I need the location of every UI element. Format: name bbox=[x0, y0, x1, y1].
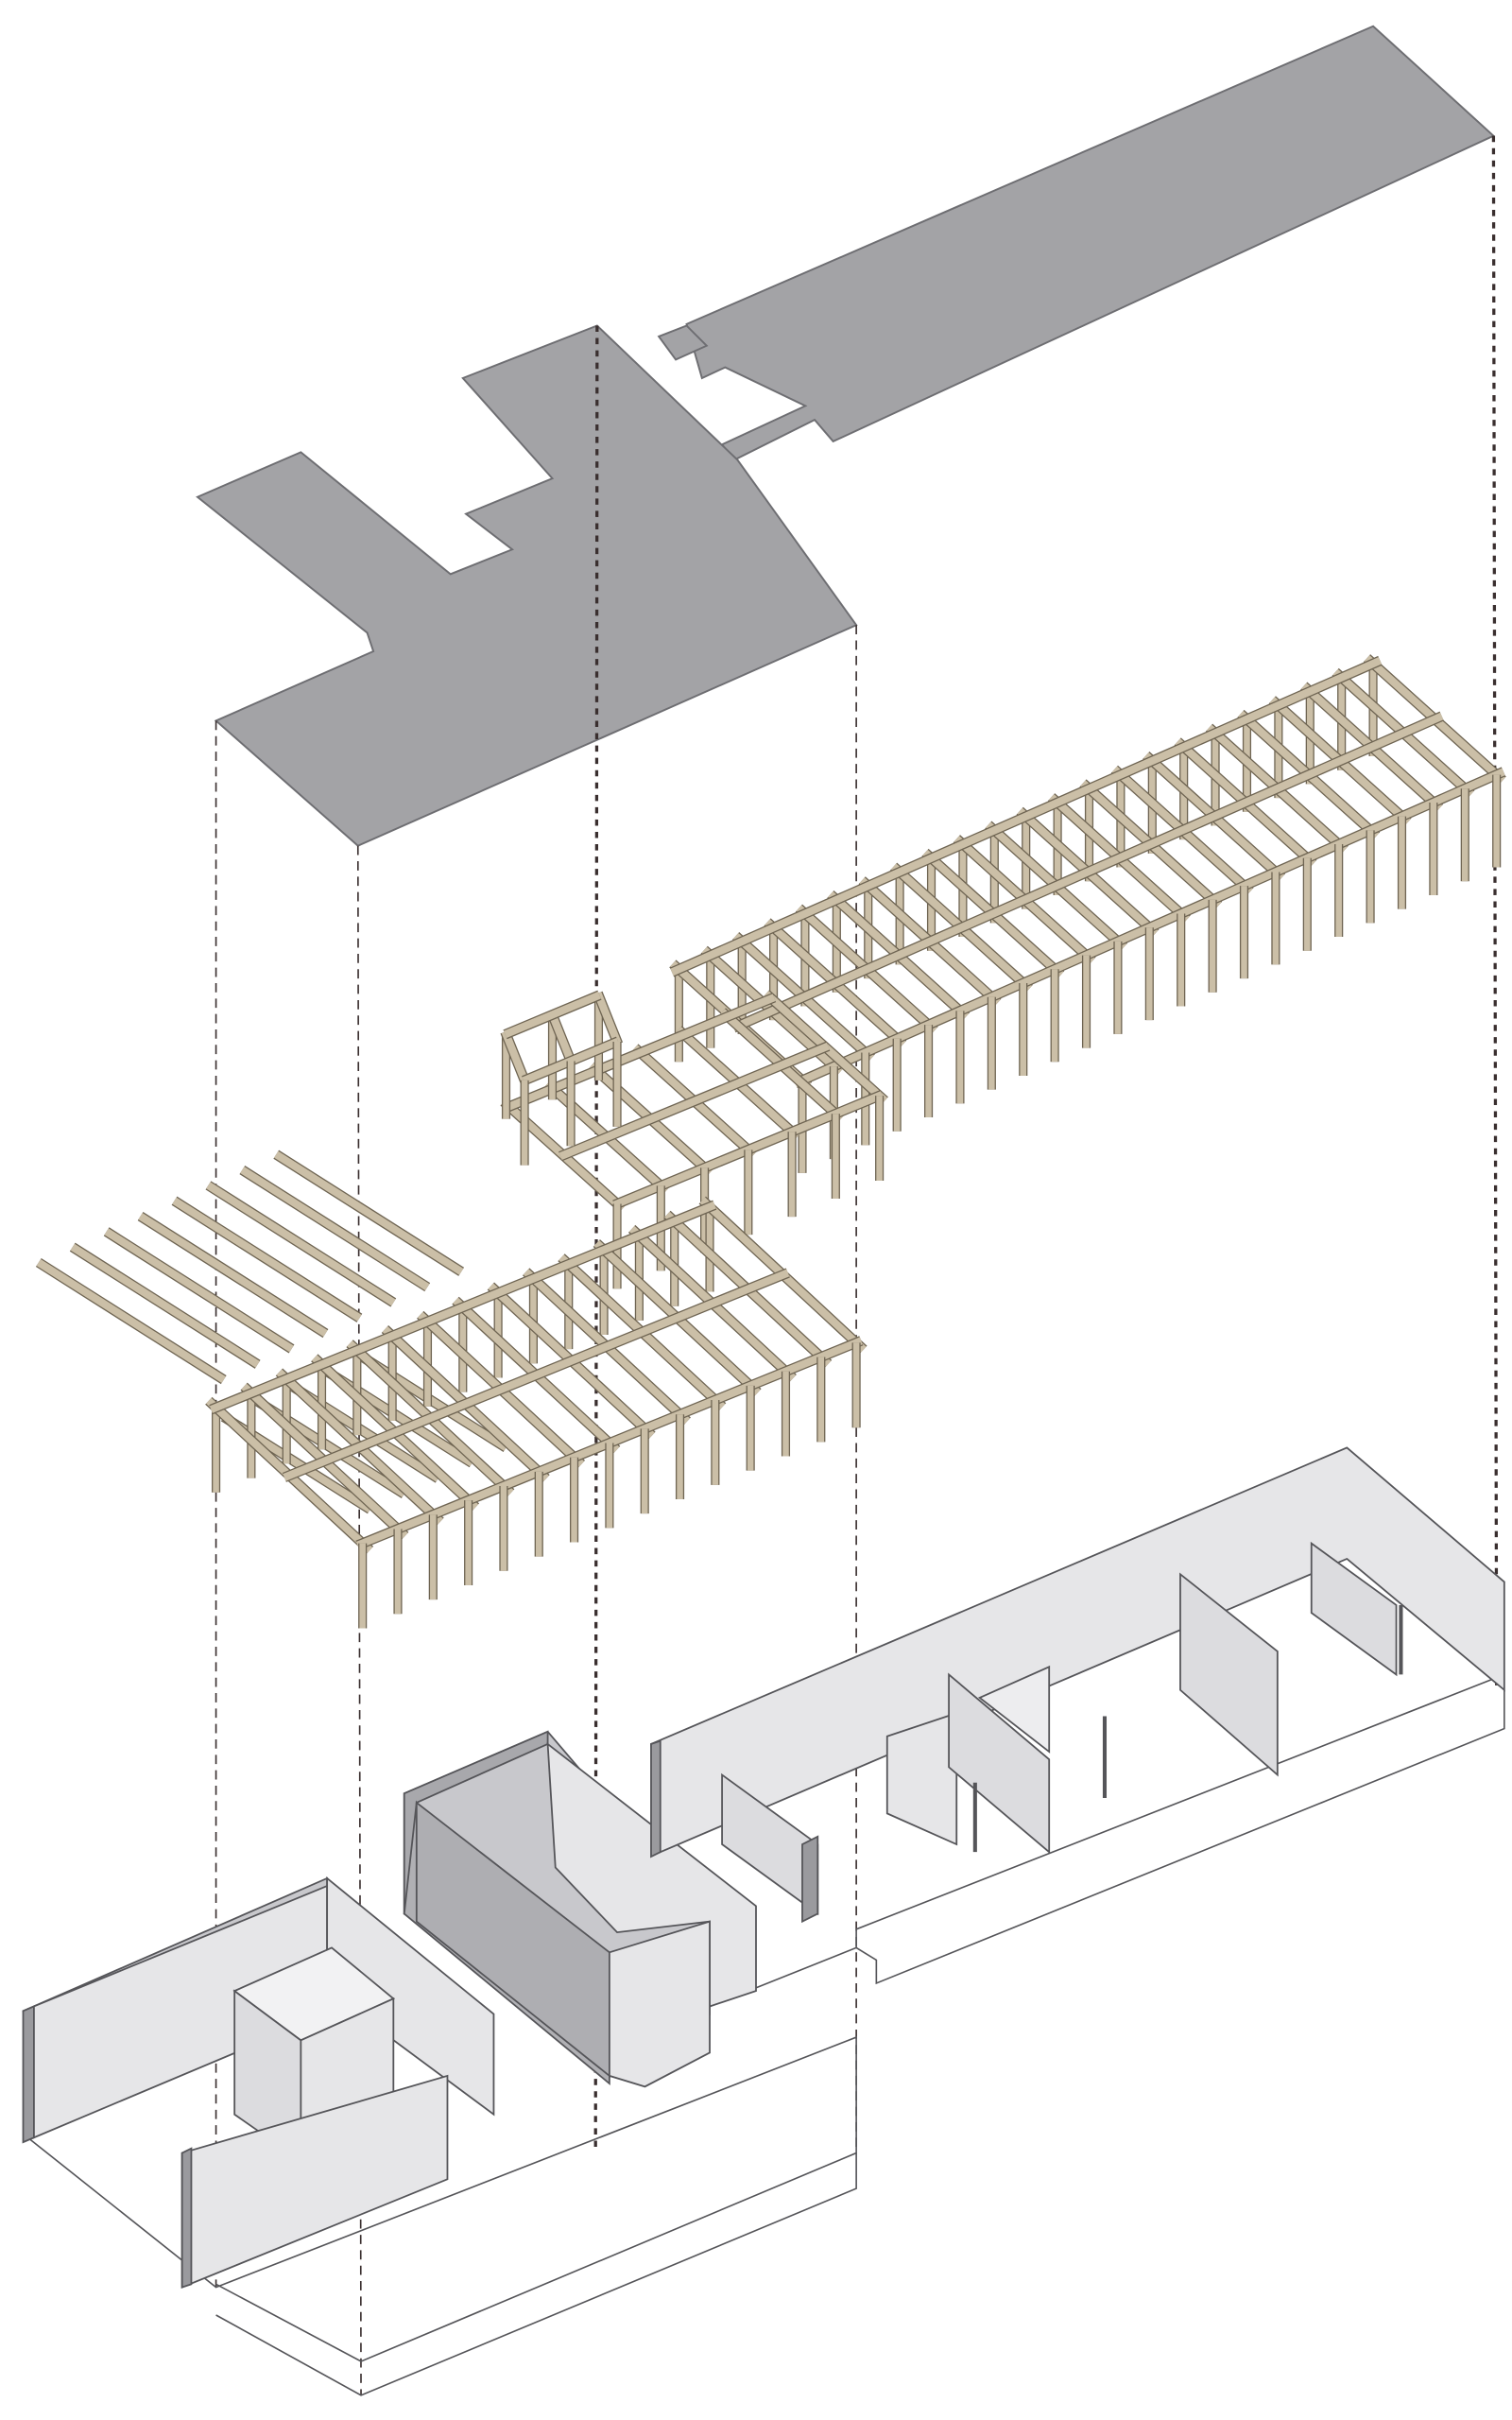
floor-outline bbox=[215, 2152, 857, 2396]
wall bbox=[801, 1835, 819, 1924]
roof-layer bbox=[196, 25, 1496, 847]
wall bbox=[885, 1711, 958, 1846]
loose-roof-beam bbox=[104, 1228, 294, 1353]
floor-outline bbox=[709, 1689, 1505, 2008]
floor-outline bbox=[855, 1673, 1505, 1948]
wall bbox=[609, 1920, 711, 2088]
long-wing-beam bbox=[731, 712, 1444, 1032]
loose-roof-beam bbox=[70, 1243, 260, 1368]
loose-roof-beam bbox=[274, 1150, 464, 1275]
loose-roof-beam bbox=[240, 1167, 430, 1291]
connector-small-beam bbox=[503, 991, 602, 1039]
long-wing-beam bbox=[670, 657, 1383, 977]
wall bbox=[22, 2005, 35, 2144]
connector-small-joist bbox=[593, 992, 622, 1046]
wall bbox=[977, 1665, 1051, 1754]
walls-and-floor-layer bbox=[22, 1446, 1505, 2396]
lower-wing-beam bbox=[283, 1269, 790, 1481]
wall bbox=[650, 1739, 662, 1858]
lower-wing-beam bbox=[209, 1201, 716, 1413]
roof-slab-small-piece bbox=[657, 324, 709, 361]
connector-small-joist bbox=[501, 1029, 529, 1084]
connector-small-joist bbox=[547, 1011, 576, 1065]
loose-roof-beam bbox=[138, 1213, 328, 1338]
roof-slab-long-wing bbox=[685, 25, 1496, 461]
wall bbox=[180, 2147, 193, 2289]
loose-roof-beam bbox=[36, 1259, 226, 1384]
roof-slab-main bbox=[196, 324, 858, 847]
timber-structure-layer bbox=[35, 654, 1506, 1629]
wall bbox=[1310, 1541, 1398, 1677]
connector-beam bbox=[558, 1042, 830, 1160]
wall bbox=[1179, 1572, 1279, 1777]
loose-roof-beam bbox=[206, 1182, 396, 1306]
wall bbox=[948, 1672, 1051, 1855]
guide-line bbox=[1491, 135, 1499, 1690]
loose-roof-beam bbox=[172, 1197, 362, 1322]
